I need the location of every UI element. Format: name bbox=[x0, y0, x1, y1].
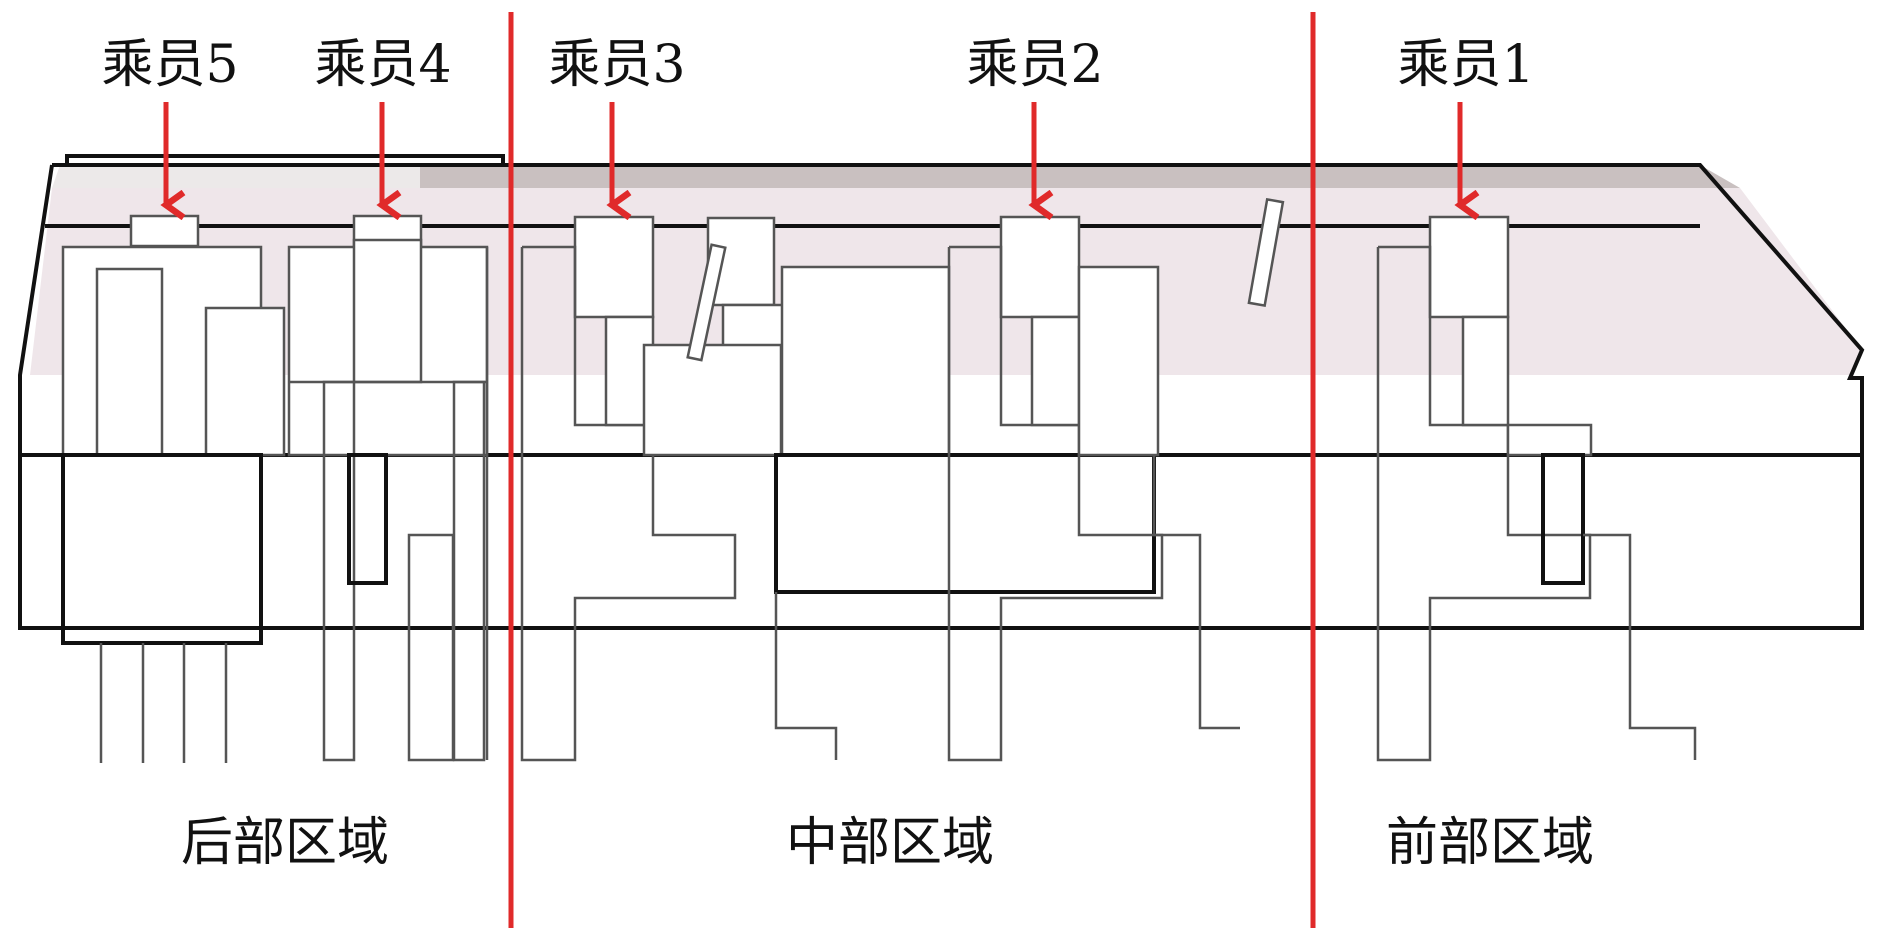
cabinet bbox=[95, 267, 164, 457]
console bbox=[780, 265, 951, 457]
pillar bbox=[686, 243, 727, 362]
crew-label-2: 乘员2 bbox=[966, 35, 1103, 95]
pillar bbox=[1247, 197, 1285, 308]
front-zone-seats bbox=[1376, 215, 1697, 762]
crew1-leg bbox=[1541, 453, 1585, 585]
roof-band-rear bbox=[52, 165, 420, 188]
middle-zone-seats bbox=[520, 197, 1285, 762]
crew-label-1: 乘员1 bbox=[1397, 35, 1534, 95]
outer-contour bbox=[18, 163, 1865, 630]
crew4-torso bbox=[352, 238, 423, 384]
crew5-seat-base bbox=[61, 453, 263, 645]
crew-label-3: 乘员3 bbox=[548, 35, 685, 95]
rear-roof-raise bbox=[65, 154, 505, 165]
crew1-headrest bbox=[1428, 215, 1510, 319]
roof-band bbox=[420, 165, 1740, 188]
crew-label-4: 乘员4 bbox=[314, 35, 451, 95]
crew4-leg bbox=[347, 453, 388, 585]
console bbox=[642, 343, 783, 457]
crew2-headrest bbox=[999, 215, 1081, 319]
crew3-headrest bbox=[573, 215, 655, 319]
crew5-headrest bbox=[129, 214, 200, 248]
zone-label-rear: 后部区域 bbox=[181, 813, 389, 873]
zone-label-middle: 中部区域 bbox=[786, 813, 994, 873]
rear-zone-seats bbox=[61, 214, 489, 763]
cabinet bbox=[204, 306, 286, 457]
crew-label-5: 乘员5 bbox=[101, 35, 238, 95]
zone-label-front: 前部区域 bbox=[1386, 813, 1594, 873]
crew-arrows bbox=[166, 102, 1460, 205]
